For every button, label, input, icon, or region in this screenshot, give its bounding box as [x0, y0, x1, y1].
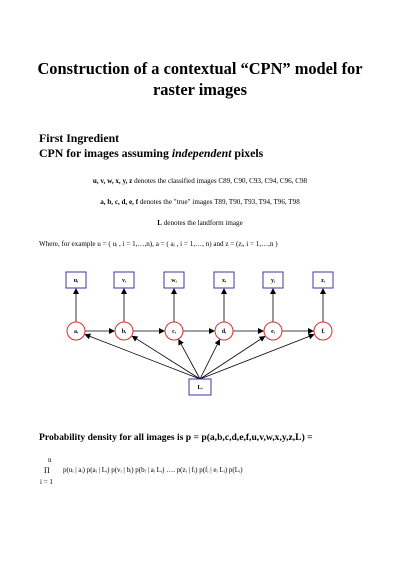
classified-image-nodes: uᵢ vᵢ wᵢ xᵢ yᵢ zᵢ	[65, 271, 334, 289]
edge-landform-to-circle-5	[199, 333, 315, 380]
classified-node: xᵢ	[213, 271, 235, 289]
true-image-nodes: aᵢ bᵢ cᵢ dᵢ eᵢ fᵢ	[66, 321, 333, 341]
classified-node-label: zᵢ	[321, 278, 325, 284]
subtitle-emphasis: independent	[171, 145, 232, 160]
classified-node-box	[213, 271, 235, 289]
classified-node: wᵢ	[163, 271, 185, 289]
product-upper-limit: n	[48, 456, 52, 464]
classified-node: vᵢ	[113, 271, 135, 289]
probability-expression: p(uᵢ | aᵢ) p(aᵢ | Lᵢ) p(vᵢ | bᵢ) p(bᵢ | …	[63, 466, 243, 474]
edge-landform-to-circle-2	[178, 338, 201, 380]
true-node-circle	[66, 321, 86, 341]
subtitle-pre: CPN for images assuming	[39, 145, 172, 160]
classified-node-label: uᵢ	[74, 278, 78, 284]
title-line-1: Construction of a contextual “CPN” model…	[37, 59, 363, 78]
landform-var: L	[157, 219, 162, 227]
edge-landform-to-circle-1	[131, 335, 201, 380]
classified-vars: u, v, w, x, y, z	[92, 177, 133, 185]
title-line-2: raster images	[153, 80, 247, 99]
edge-landform-to-circle-0	[84, 333, 201, 380]
page-title: Construction of a contextual “CPN” model…	[20, 58, 380, 100]
true-text: denotes the "true" images T89, T90, T93,…	[138, 198, 300, 206]
ingredient-heading: First Ingredient	[39, 131, 120, 145]
true-node: eᵢ	[263, 321, 283, 341]
classified-node-box	[312, 271, 334, 289]
true-node-circle	[114, 321, 134, 341]
classified-node-label: xᵢ	[222, 278, 226, 284]
classified-node-label: vᵢ	[122, 278, 126, 284]
classified-node: yᵢ	[262, 271, 284, 289]
landform-definition: L denotes the landform image	[0, 219, 400, 228]
cpn-network-diagram: uᵢ vᵢ wᵢ xᵢ yᵢ zᵢ aᵢ bᵢ cᵢ dᵢ eᵢ fᵢ Lᵢ	[65, 271, 334, 396]
true-node: bᵢ	[114, 321, 134, 341]
true-node-circle	[313, 321, 333, 341]
where-definition: Where, for example u = ( uᵢ , i = 1,…,n)…	[39, 240, 278, 248]
ingredient-subtitle: CPN for images assuming independent pixe…	[39, 146, 263, 161]
true-node: cᵢ	[164, 321, 184, 341]
classified-node-label: yᵢ	[271, 278, 275, 284]
diagram-edges	[73, 288, 326, 380]
edge-landform-to-circle-3	[199, 339, 220, 380]
true-node-circle	[214, 321, 234, 341]
classified-text: denotes the classified images C89, C90, …	[132, 177, 308, 185]
true-node-label: cᵢ	[172, 329, 176, 335]
landform-node-label: Lᵢ	[197, 385, 202, 391]
classified-node-box	[262, 271, 284, 289]
landform-node-box	[188, 378, 212, 396]
landform-node: Lᵢ	[188, 378, 212, 396]
edge-landform-to-circle-4	[199, 335, 266, 380]
true-node-label: eᵢ	[271, 329, 275, 335]
subtitle-post: pixels	[231, 145, 264, 160]
true-node-label: aᵢ	[74, 329, 78, 335]
ingredient-heading-block: First Ingredient CPN for images assuming…	[39, 131, 263, 160]
product-lower-limit: i = 1	[40, 478, 53, 486]
classified-node: zᵢ	[312, 271, 334, 289]
product-symbol: Π	[44, 466, 50, 475]
true-definition: a, b, c, d, e, f denotes the "true" imag…	[0, 198, 400, 207]
true-node-circle	[263, 321, 283, 341]
true-node-label: fᵢ	[321, 329, 324, 335]
true-node-circle	[164, 321, 184, 341]
classified-node-label: wᵢ	[171, 278, 176, 284]
true-node: dᵢ	[214, 321, 234, 341]
classified-node-box	[65, 271, 87, 289]
true-node: aᵢ	[66, 321, 86, 341]
true-node-label: bᵢ	[122, 329, 126, 335]
landform-text: denotes the landform image	[161, 219, 243, 227]
true-node-label: dᵢ	[222, 329, 226, 335]
probability-heading: Probability density for all images is p …	[39, 432, 313, 443]
true-vars: a, b, c, d, e, f	[100, 198, 139, 206]
classified-node-box	[163, 271, 185, 289]
classified-node: uᵢ	[65, 271, 87, 289]
true-node: fᵢ	[313, 321, 333, 341]
classified-node-box	[113, 271, 135, 289]
classified-definition: u, v, w, x, y, z denotes the classified …	[0, 177, 400, 186]
